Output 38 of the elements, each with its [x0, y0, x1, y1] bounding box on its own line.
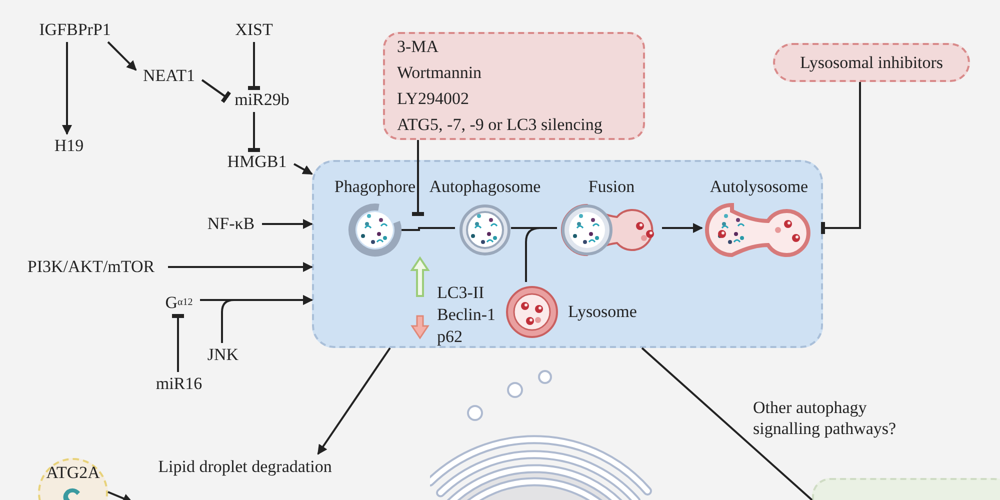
note-text: Other autophagy signalling pathways?: [753, 397, 898, 439]
stage-label: Autophagosome: [429, 176, 541, 198]
connector-arrow: [662, 223, 703, 233]
marker-label: p62: [437, 326, 462, 347]
molecule-label: NF-κB: [200, 212, 262, 236]
connector-arrow: [108, 491, 133, 500]
node-label: ATG5, -7, -9 or LC3 silencing: [397, 114, 602, 136]
autophagy-panel: [312, 160, 823, 348]
connector-arrow: [262, 219, 313, 229]
stage-label: Autolysosome: [710, 176, 808, 198]
molecule-label: miR16: [148, 372, 210, 396]
stage-label: Lysosome: [568, 301, 637, 323]
marker-label: Beclin-1: [437, 304, 496, 325]
connector-arrow: [107, 41, 137, 71]
connector-arrow: [294, 163, 313, 175]
node-label: Wortmannin: [397, 62, 482, 84]
molecule-label: miR29b: [226, 88, 298, 112]
connector-arrow: [317, 347, 391, 455]
molecule-label: IGFBPrP1: [30, 18, 120, 42]
node-label: Lysosomal inhibitors: [800, 52, 944, 74]
node-label: 3-MA: [397, 36, 439, 58]
molecule-label: Lipid droplet degradation: [140, 454, 350, 480]
molecule-label: H19: [48, 134, 90, 158]
molecule-label: PI3K/AKT/mTOR: [14, 255, 168, 279]
connector-arrow: [168, 262, 313, 272]
node-label: LY294002: [397, 88, 469, 110]
connector-arrow: [62, 42, 72, 135]
stage-label: Fusion: [588, 176, 635, 198]
molecule-label: HMGB1: [220, 150, 294, 174]
molecule-label: JNK: [202, 343, 244, 367]
inhibitor-box: [383, 32, 645, 140]
stage-label: Phagophore: [334, 176, 416, 198]
molecule-label: NEAT1: [136, 64, 202, 88]
node-label: ATG2A: [46, 462, 100, 484]
inhibitor-box: [773, 43, 970, 82]
molecule-label: XIST: [230, 18, 278, 42]
connector-arrow: [221, 295, 313, 343]
marker-label: LC3-II: [437, 282, 484, 303]
